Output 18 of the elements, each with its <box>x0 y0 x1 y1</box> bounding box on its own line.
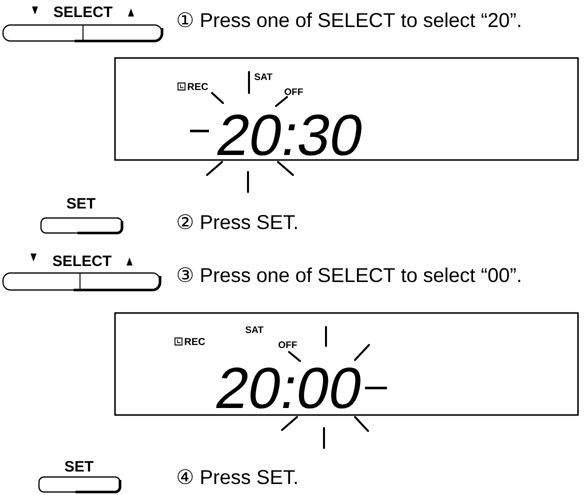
indicator-label: SAT <box>245 326 264 334</box>
set-button: SET <box>38 461 122 494</box>
node-label: SET <box>66 198 96 209</box>
instruction-text: ② Press SET. <box>178 214 297 230</box>
instruction-text: ④ Press SET. <box>178 469 297 484</box>
node-label: SET <box>64 461 94 472</box>
instruction-text: ③ Press one of SELECT to select “00”. <box>178 267 520 282</box>
instruction-text: ① Press one of SELECT to select “20”. <box>178 12 520 28</box>
indicator-label: SAT <box>254 73 272 80</box>
indicator-label: OFF <box>284 88 303 96</box>
time-readout: 20:00 <box>216 368 360 409</box>
select-button: SELECT <box>2 6 164 42</box>
time-readout: 20:30 <box>217 114 362 156</box>
indicator-label: OFF <box>278 341 297 348</box>
indicator-label: REC <box>184 338 206 346</box>
select-button: SELECT <box>2 256 162 292</box>
indicator-label: REC <box>188 83 208 90</box>
set-button: SET <box>40 198 124 234</box>
